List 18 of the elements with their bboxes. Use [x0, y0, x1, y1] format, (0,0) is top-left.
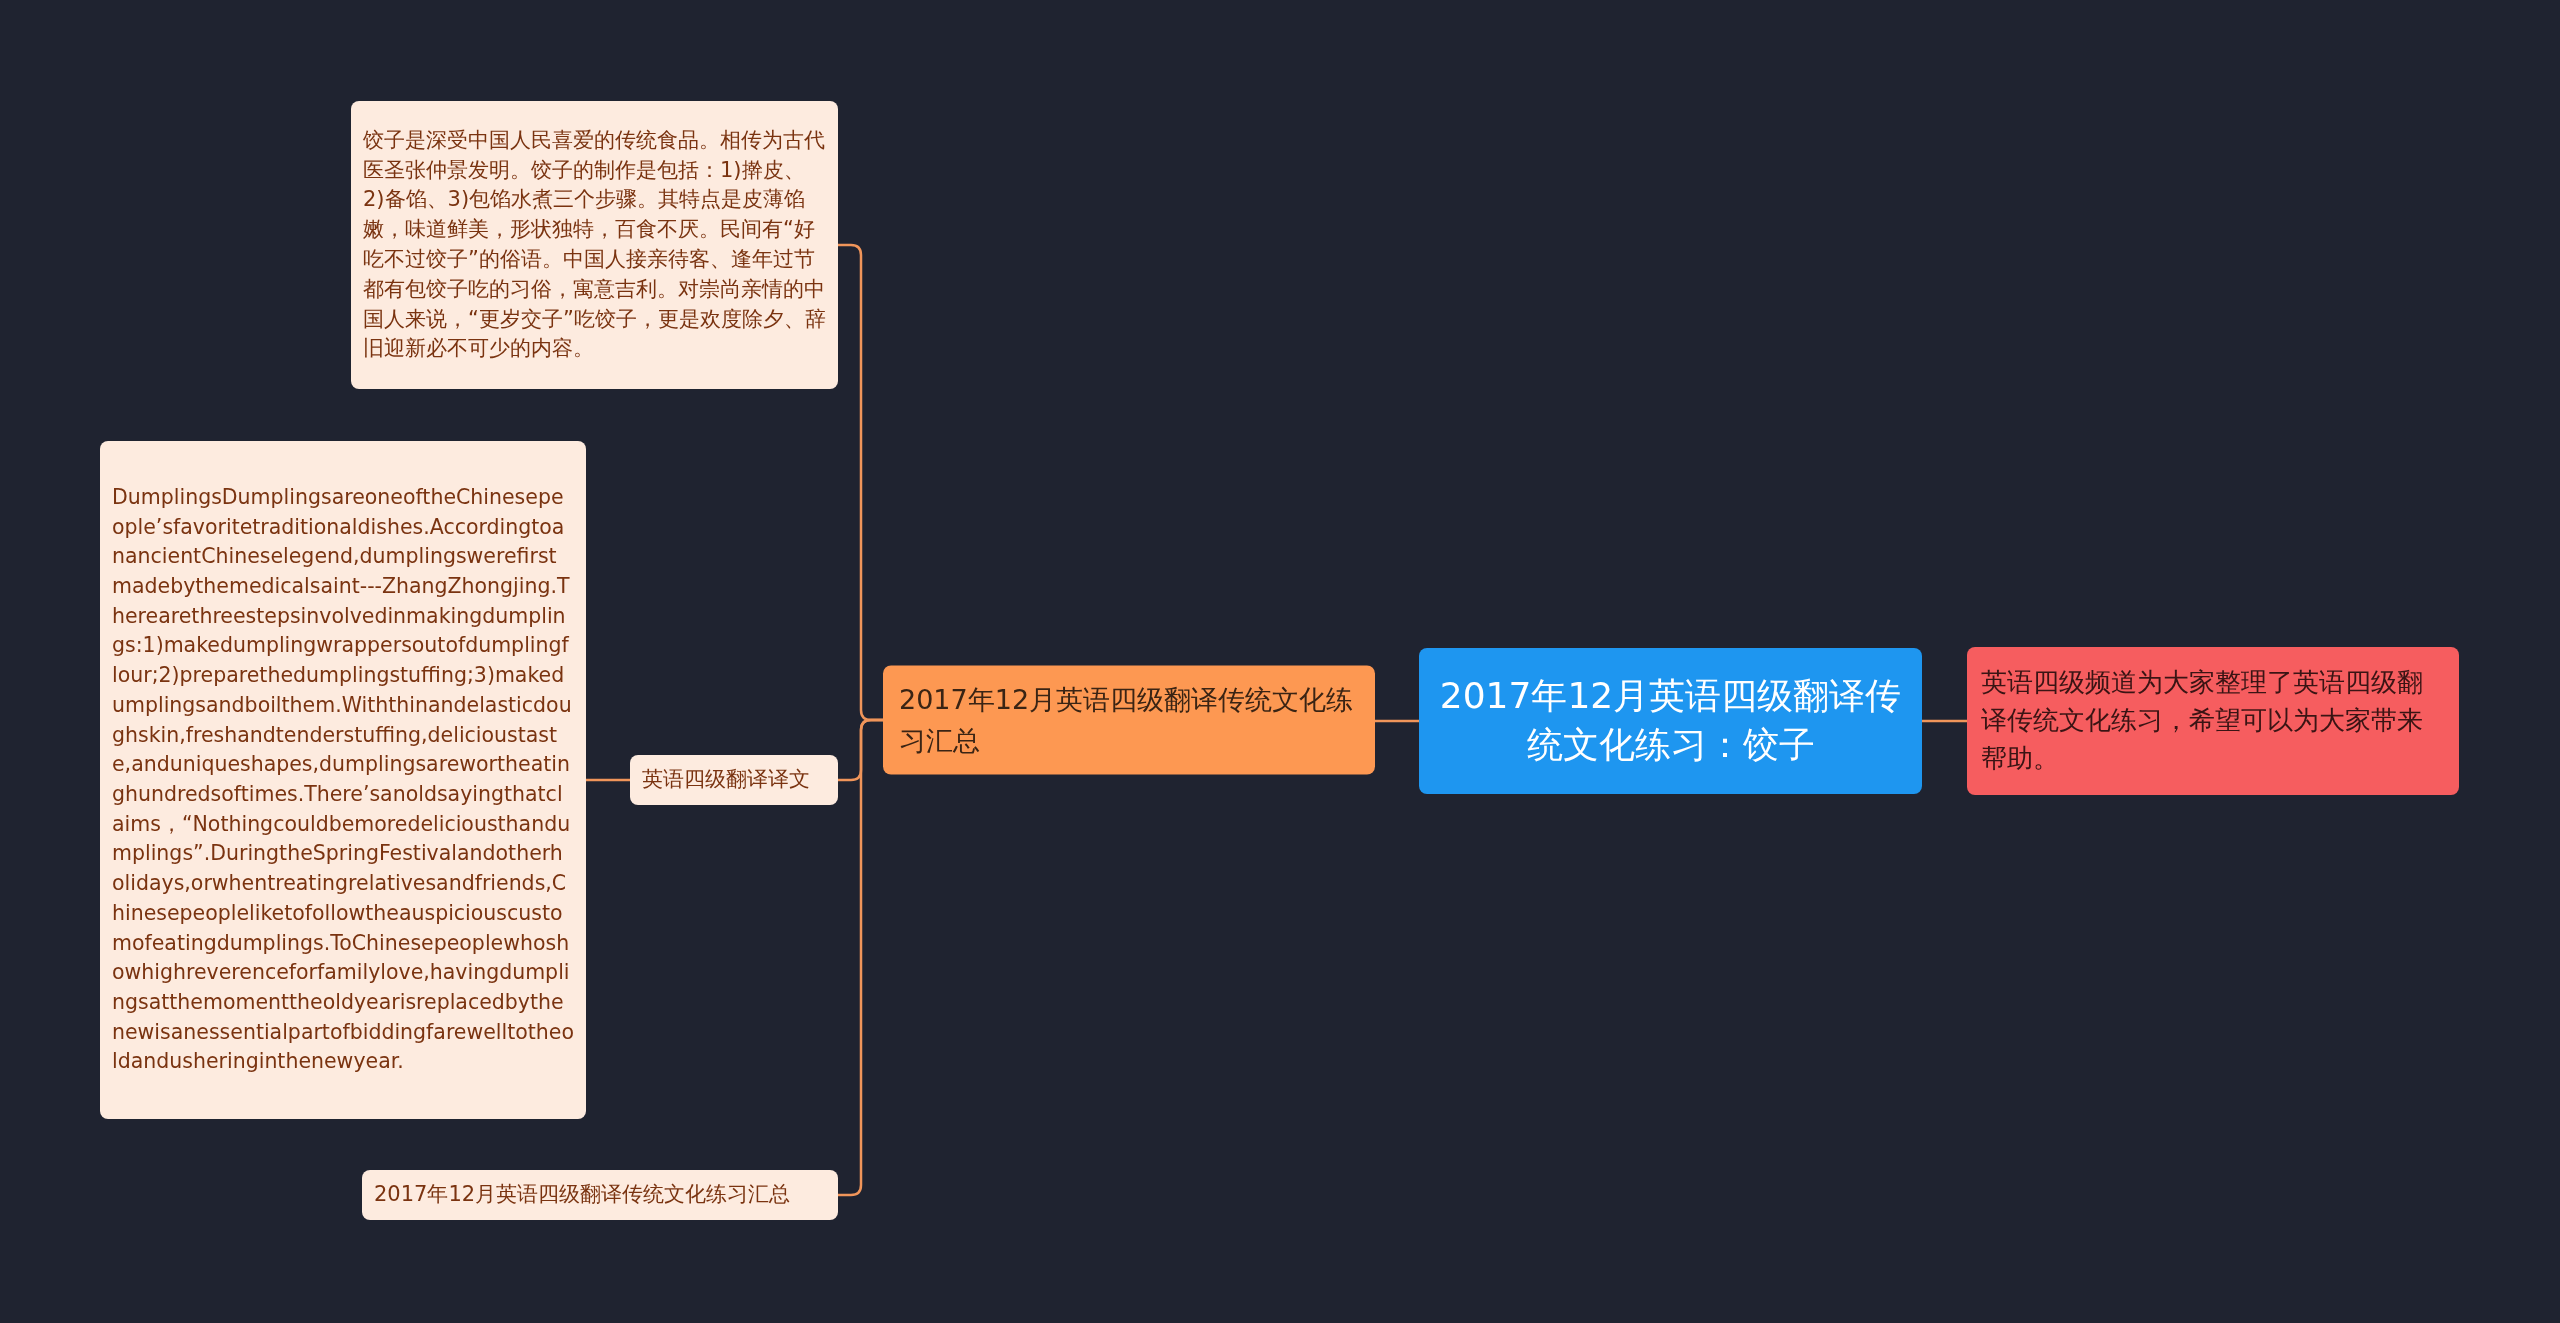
subtopic-box	[362, 1170, 838, 1220]
node-text: 英语四级翻译译文	[642, 766, 810, 794]
text-box	[100, 441, 586, 1119]
node-text: DumplingsDumplingsareoneoftheChinesepeople’sfavoritetraditionaldishes.AccordingtoanancientChineselegend,dumplingswerefirstmadebythemedicalsaint---ZhangZhongjing.Therearethreestepsinvolvedinmakingdumplings:1)makedumplingwrappersoutofdumplingflour;2)preparethedumplingstuffing;3)makedumplingsandboilthem.Withthinandelasticdoughskin,freshandtenderstuffing,delicioustaste,anduniqueshapes,dumplingsarewortheatinghundredsoftimes.There’sanoldsayingthatclaims，“Nothingcouldbemoredeliciousthandumplings”.DuringtheSpringFestivalandotherholidays,orwhentreatingrelativesandfriends,Chinesepeopleliketofollowtheauspiciouscustomofeatingdumplings.ToChinesepeoplewhoshowhighreverenceforfamilylove,havingdumplingsatthemomenttheoldyearisreplacedbythenewisanessentialpartofbiddingfarewelltotheoldandusheringinthenewyear.	[112, 483, 574, 1076]
connector-line	[1375, 719, 1419, 723]
node-text: 饺子是深受中国人民喜爱的传统食品。相传为古代医圣张仲景发明。饺子的制作是包括：1)擀皮、2)备馅、3)包馅水煮三个步骤。其特点是皮薄馅嫩，味道鲜美，形状独特，百食不厌。民间有“好吃不过饺子”的俗语。中国人接亲待客、逢年过节都有包饺子吃的习俗，寓意吉利。对崇尚亲情的中国人来说，“更岁交子”吃饺子，更是欢度除夕、辞旧迎新必不可少的内容。	[363, 126, 826, 363]
connector-line	[586, 778, 630, 782]
text-box	[351, 101, 838, 389]
node-text: 2017年12月英语四级翻译传统文化练习汇总	[899, 682, 1355, 757]
subtopic-box	[630, 755, 838, 805]
node-text: 2017年12月英语四级翻译传统文化练习：饺子	[1439, 674, 1902, 767]
central-topic-box	[1419, 648, 1922, 794]
node-text: 英语四级频道为大家整理了英语四级翻译传统文化练习，希望可以为大家带来帮助。	[1981, 666, 2424, 775]
node-text: 2017年12月英语四级翻译传统文化练习汇总	[374, 1181, 791, 1209]
connector-line	[838, 718, 883, 1197]
topic-box	[883, 665, 1375, 775]
connector-line	[1922, 719, 1967, 723]
note-box	[1967, 647, 2459, 795]
